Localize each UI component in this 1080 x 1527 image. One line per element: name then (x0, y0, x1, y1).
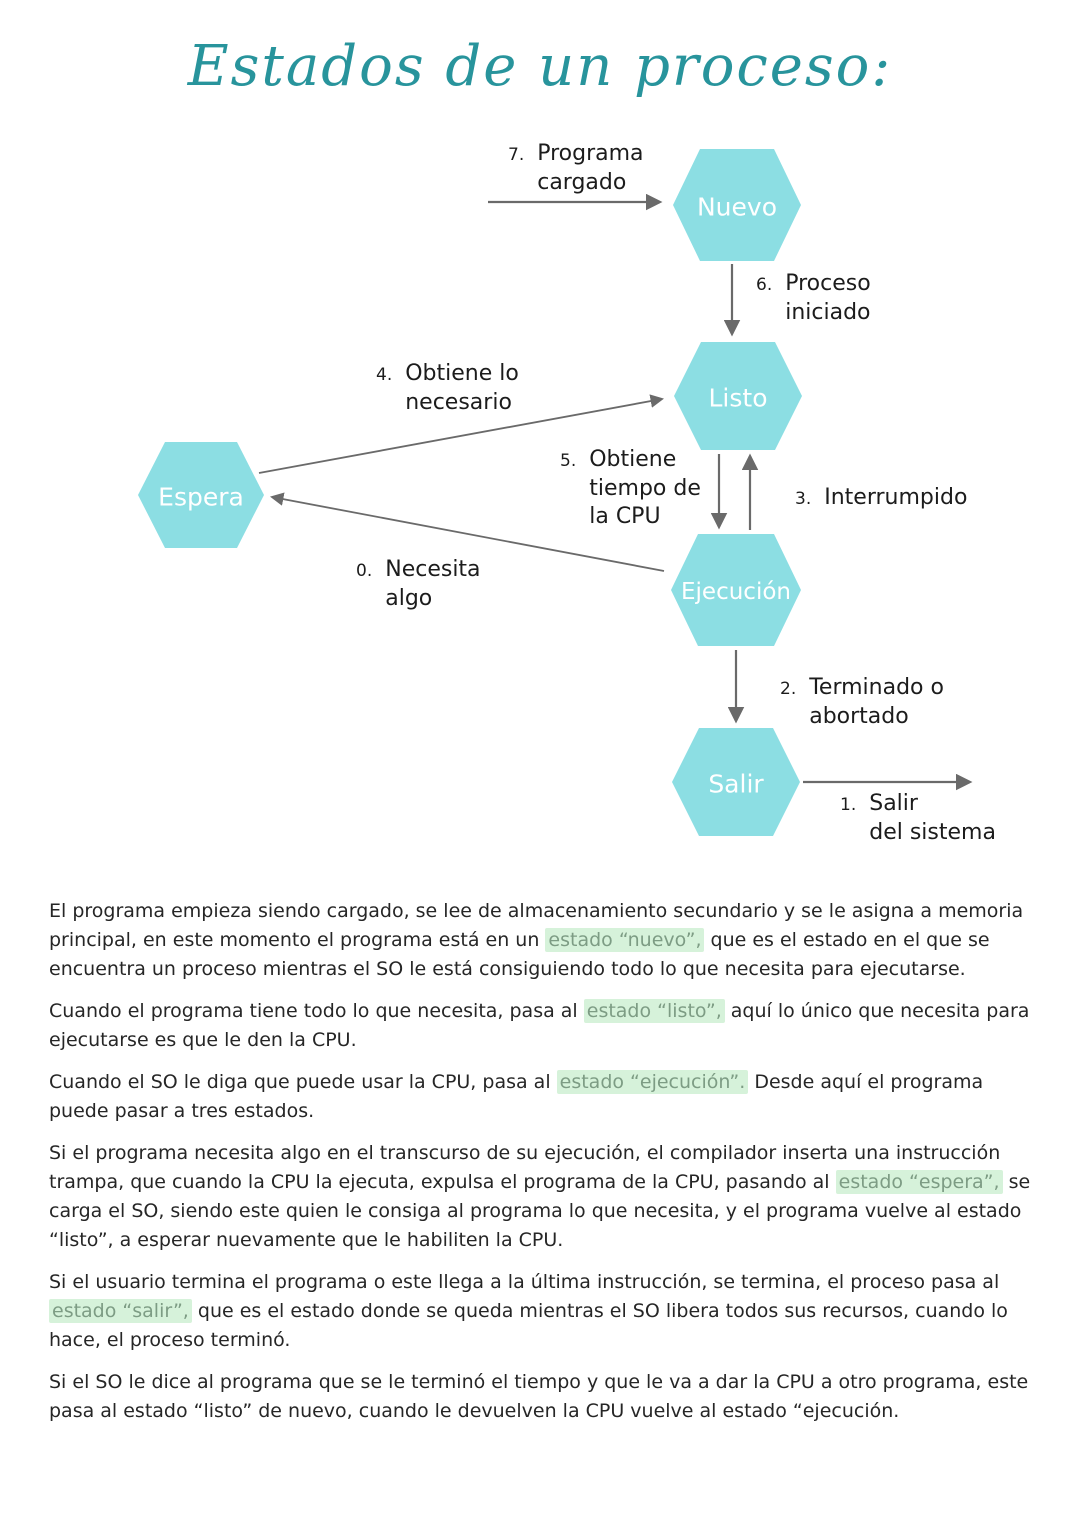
state-label-espera: Espera (158, 483, 244, 512)
arrow-obtiene-lo-necesario (258, 394, 664, 474)
paragraph: Si el usuario termina el programa o este… (49, 1268, 1039, 1355)
transition-number: 5. (560, 451, 577, 471)
transition-text: Obtiene lo necesario (405, 361, 519, 415)
paragraph: El programa empieza siendo cargado, se l… (49, 897, 1039, 984)
text-segment: Cuando el SO le diga que puede usar la C… (49, 1071, 557, 1093)
transition-number: 1. (840, 795, 857, 815)
transition-label-obtiene-lo-necesario: 4. Obtiene lo necesario (376, 360, 519, 417)
arrow-necesita-algo (270, 492, 665, 572)
paragraph: Cuando el programa tiene todo lo que nec… (49, 997, 1039, 1055)
text-segment: Cuando el programa tiene todo lo que nec… (49, 1000, 584, 1022)
highlighted-phrase: estado “listo”, (583, 999, 725, 1023)
text-segment: se carga el SO, siendo este quien le con… (49, 1171, 1031, 1251)
transition-label-interrumpido: 3. Interrumpido (795, 484, 967, 513)
paragraph: Cuando el SO le diga que puede usar la C… (49, 1068, 1039, 1126)
text-segment: Desde aquí el programa puede pasar a tre… (49, 1071, 984, 1122)
transition-number: 4. (376, 365, 393, 385)
hexagon-salir (672, 728, 800, 836)
transition-label-necesita-algo: 0. Necesita algo (356, 556, 481, 613)
highlighted-phrase: estado “salir”, (49, 1299, 192, 1323)
transition-label-proceso-iniciado: 6. Proceso iniciado (756, 270, 871, 327)
text-segment: que es el estado en el que se encuentra … (49, 929, 990, 980)
paragraph: Si el SO le dice al programa que se le t… (49, 1368, 1039, 1426)
text-segment: El programa empieza siendo cargado, se l… (49, 900, 1024, 951)
transition-label-terminado-abortado: 2. Terminado o abortado (780, 674, 944, 731)
state-label-listo: Listo (709, 384, 768, 413)
text-segment: aquí lo único que necesita para ejecutar… (49, 1000, 1030, 1051)
highlighted-phrase: estado “nuevo”, (545, 928, 705, 952)
transition-text: Obtiene tiempo de la CPU (589, 447, 701, 530)
transition-text: Terminado o abortado (809, 675, 944, 729)
hexagon-nuevo (673, 149, 801, 261)
text-segment: que es el estado donde se queda mientras… (49, 1300, 1008, 1351)
transition-label-salir-del-sistema: 1. Salir del sistema (840, 790, 996, 847)
transition-number: 6. (756, 275, 773, 295)
state-diagram: Nuevo Listo Espera Ejecución Salir (138, 149, 973, 836)
hexagon-ejecucion (671, 534, 801, 646)
transition-text: Programa cargado (537, 141, 644, 195)
text-segment: Si el SO le dice al programa que se le t… (49, 1371, 1029, 1422)
transition-label-obtiene-tiempo-cpu: 5. Obtiene tiempo de la CPU (560, 446, 701, 532)
hexagon-listo (674, 342, 802, 450)
hexagon-espera (138, 442, 264, 548)
highlighted-phrase: estado “espera”, (835, 1170, 1003, 1194)
transition-text: Salir del sistema (869, 791, 996, 845)
transition-text: Necesita algo (385, 557, 481, 611)
state-label-nuevo: Nuevo (697, 193, 777, 222)
transition-text: Proceso iniciado (785, 271, 871, 325)
transition-text: Interrumpido (824, 485, 968, 510)
state-label-salir: Salir (708, 770, 764, 799)
transition-number: 0. (356, 561, 373, 581)
transition-label-programa-cargado: 7. Programa cargado (508, 140, 644, 197)
notes: El programa empieza siendo cargado, se l… (49, 897, 1039, 1439)
state-label-ejecucion: Ejecución (681, 579, 791, 605)
text-segment: Si el programa necesita algo en el trans… (49, 1142, 1001, 1193)
highlighted-phrase: estado “ejecución”. (556, 1070, 749, 1094)
page-title: Estados de un proceso: (187, 34, 893, 99)
transition-number: 3. (795, 489, 812, 509)
text-segment: Si el usuario termina el programa o este… (49, 1271, 1000, 1293)
transition-number: 2. (780, 679, 797, 699)
paragraph: Si el programa necesita algo en el trans… (49, 1139, 1039, 1255)
transition-number: 7. (508, 145, 525, 165)
